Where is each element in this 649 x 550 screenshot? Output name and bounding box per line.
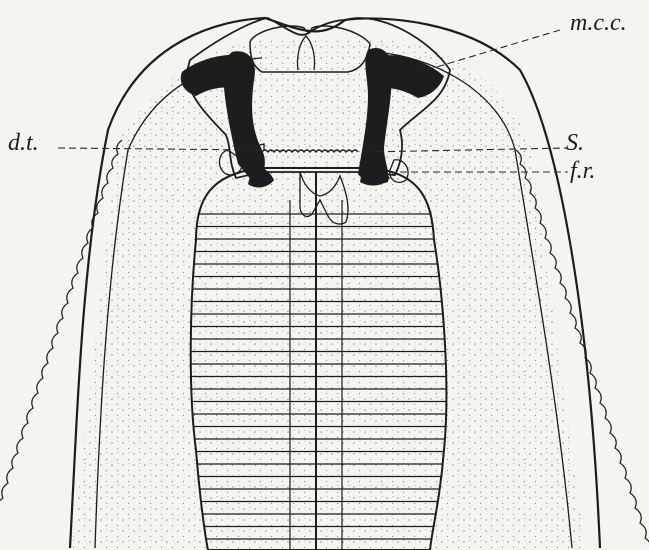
label-dt: d.t.	[8, 130, 39, 156]
label-mcc: m.c.c.	[570, 10, 627, 36]
label-fr: f.r.	[570, 158, 595, 184]
label-s: S.	[566, 130, 584, 156]
leader-mcc	[420, 30, 560, 72]
